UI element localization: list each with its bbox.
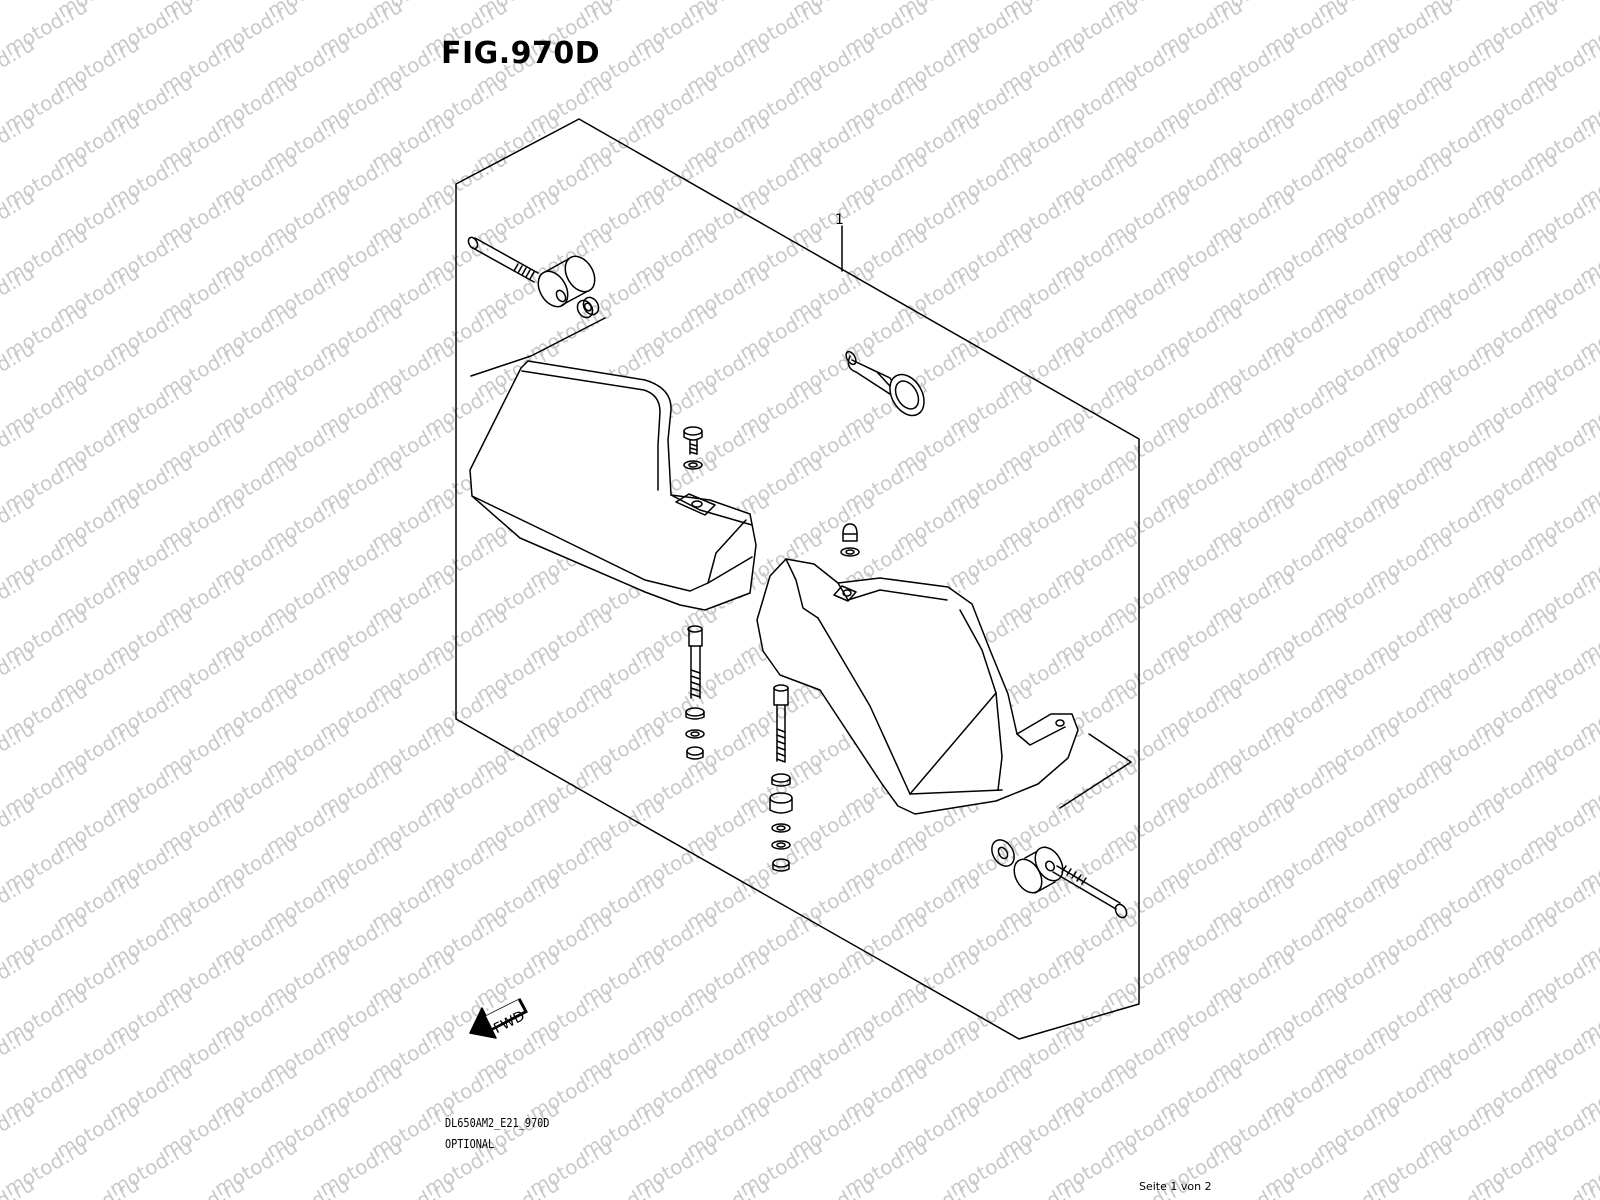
cut-line-left <box>470 317 606 377</box>
mount-stud-left <box>685 625 705 760</box>
long-bolt-upper <box>467 236 539 283</box>
callout-label: 1 <box>835 212 844 228</box>
acorn-nut-right <box>840 523 860 557</box>
model-code-label: DL650AM2_E21_970D <box>445 1116 550 1130</box>
rubber-grommet <box>845 350 925 417</box>
figure-title: FIG.970D <box>441 36 601 71</box>
hand-guard-right <box>756 558 1079 815</box>
assembly-frame <box>455 118 1140 1040</box>
long-bolt-lower <box>1052 865 1128 919</box>
mount-bolt-upper <box>683 426 703 470</box>
page-indicator: Seite 1 von 2 <box>1139 1180 1212 1193</box>
bar-end-weight-upper <box>537 255 596 308</box>
cut-line-right <box>1059 733 1132 809</box>
bar-end-weight-lower <box>1013 846 1064 894</box>
spacer-upper <box>576 296 600 319</box>
mount-stud-right <box>769 684 793 872</box>
fwd-arrow-icon <box>469 998 528 1039</box>
spacer-lower <box>991 839 1015 867</box>
optional-note: OPTIONAL <box>445 1137 495 1151</box>
hand-guard-left <box>469 360 757 611</box>
